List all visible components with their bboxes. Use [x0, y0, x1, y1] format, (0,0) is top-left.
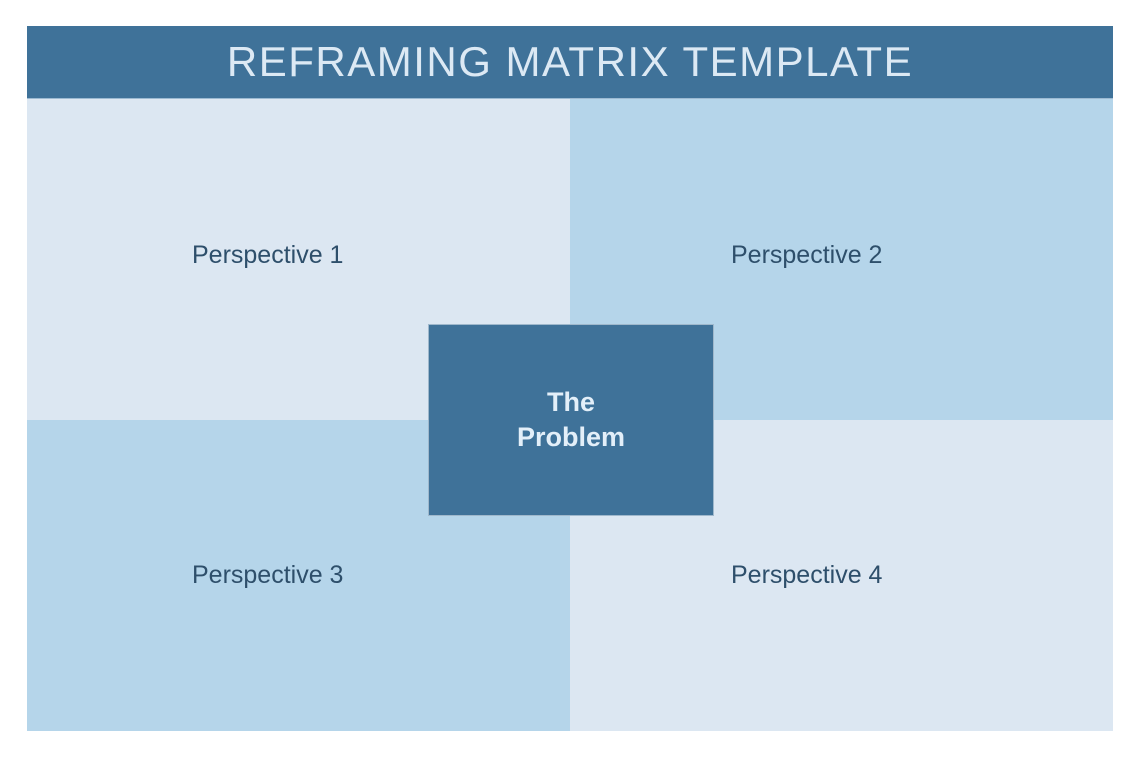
reframing-matrix-diagram: REFRAMING MATRIX TEMPLATE Perspective 1 … [27, 26, 1113, 731]
center-problem-box[interactable]: The Problem [428, 324, 714, 516]
problem-label-line-1: The [546, 386, 595, 417]
page-title: REFRAMING MATRIX TEMPLATE [226, 38, 914, 85]
quadrant-label-perspective-2: Perspective 2 [731, 241, 883, 269]
quadrant-label-perspective-3: Perspective 3 [192, 561, 344, 589]
problem-label-line-2: Problem [516, 422, 626, 452]
quadrant-label-perspective-1: Perspective 1 [192, 241, 344, 269]
title-bar: REFRAMING MATRIX TEMPLATE [27, 26, 1113, 99]
quadrant-perspective-1[interactable]: Perspective 1 [27, 99, 570, 420]
quadrant-label-perspective-4: Perspective 4 [731, 561, 883, 589]
